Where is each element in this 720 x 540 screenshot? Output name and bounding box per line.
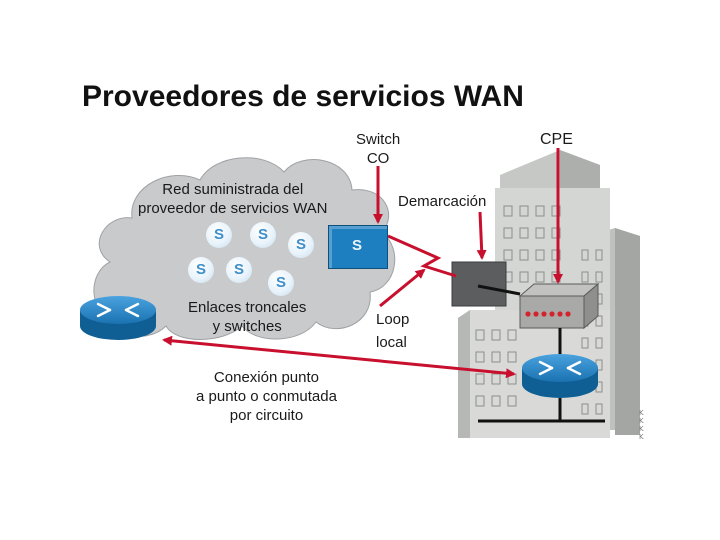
building-window xyxy=(519,271,529,283)
demarc-cable xyxy=(477,284,521,296)
loop-local-line-2: local xyxy=(376,334,407,351)
switch-co-letter: S xyxy=(351,237,362,254)
side-mark: K xyxy=(639,425,644,433)
building-window xyxy=(535,271,545,283)
building-window xyxy=(595,337,603,349)
building-window xyxy=(507,395,517,407)
building-window xyxy=(581,403,589,415)
page-title: Proveedores de servicios WAN xyxy=(82,80,524,113)
building-window xyxy=(535,227,545,239)
provider-network-line-1: Red suministrada del xyxy=(162,181,304,198)
trunk-links-line-2: y switches xyxy=(212,318,282,335)
arrows xyxy=(162,148,563,379)
point-to-point-arrow xyxy=(162,335,516,379)
cloud-icon xyxy=(93,157,396,340)
modem-icon xyxy=(518,282,600,330)
router-icon xyxy=(80,296,156,340)
building-window xyxy=(519,249,529,261)
building-window xyxy=(475,395,485,407)
building-window xyxy=(519,205,529,217)
local-loop-link xyxy=(387,234,457,278)
building-window xyxy=(581,271,589,283)
building-window xyxy=(581,249,589,261)
building-window xyxy=(551,227,561,239)
provider-switch-icon: S xyxy=(288,232,314,258)
connection-line-1: Conexión punto xyxy=(213,369,320,386)
building-window xyxy=(595,271,603,283)
building-window xyxy=(503,249,513,261)
building-window xyxy=(519,227,529,239)
building-window xyxy=(535,249,545,261)
building-window xyxy=(491,395,501,407)
building-window xyxy=(551,249,561,261)
building-window xyxy=(581,337,589,349)
building-window xyxy=(595,403,603,415)
switch-co-line-2: CO xyxy=(366,150,390,167)
building-window xyxy=(595,249,603,261)
connection-line-3: por circuito xyxy=(229,407,304,424)
provider-switch-icon: S xyxy=(188,257,214,283)
trunk-links-label: Enlaces troncales y switches xyxy=(188,298,306,336)
router-icon xyxy=(478,328,605,423)
switch-co-label: Switch CO xyxy=(356,130,400,168)
building-window xyxy=(551,205,561,217)
connection-label: Conexión punto a punto o conmutada por c… xyxy=(196,368,337,425)
building-window xyxy=(503,205,513,217)
side-marks: K K K K xyxy=(639,409,644,441)
side-mark: K xyxy=(639,409,644,417)
provider-switch-icon: S xyxy=(206,222,232,248)
provider-network-line-2: proveedor de servicios WAN xyxy=(138,200,328,217)
cpe-label: CPE xyxy=(540,131,573,148)
provider-switch-icon: S xyxy=(268,270,294,296)
provider-switch-icon: S xyxy=(250,222,276,248)
demarcacion-arrow xyxy=(476,211,487,260)
trunk-links-line-1: Enlaces troncales xyxy=(188,299,307,316)
side-mark: K xyxy=(639,417,644,425)
loop-local-label: Loop local xyxy=(376,310,409,352)
loop-local-line-1: Loop xyxy=(376,311,410,328)
building-window xyxy=(503,227,513,239)
building-window xyxy=(535,205,545,217)
building-window xyxy=(595,315,603,327)
side-mark: K xyxy=(639,433,644,441)
loop-local-arrow xyxy=(379,268,426,308)
demarcacion-label: Demarcación xyxy=(398,193,487,210)
provider-switch-icon: S xyxy=(226,257,252,283)
switch-co-line-1: Switch xyxy=(356,131,401,148)
connection-line-2: a punto o conmutada xyxy=(196,388,337,405)
demarcation-box xyxy=(451,261,507,307)
provider-network-label: Red suministrada del proveedor de servic… xyxy=(138,180,328,218)
switch-icon xyxy=(328,225,388,269)
